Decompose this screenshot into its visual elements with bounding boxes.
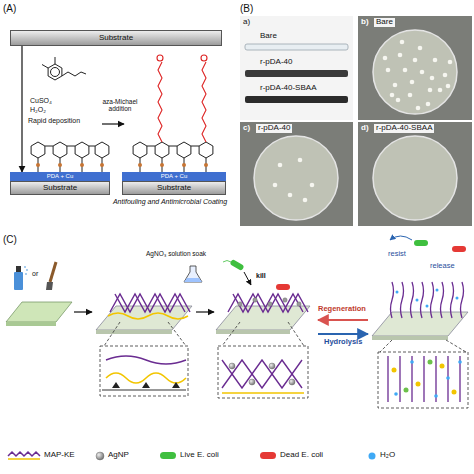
- photo-label: Bare: [260, 32, 277, 41]
- reagent-label: H₂O₂: [30, 106, 46, 114]
- panel-letter: a): [243, 18, 250, 27]
- photo-label: r-pDA-40: [260, 58, 292, 67]
- tube-photo: a) Bare r-pDA-40 r-pDA-40-SBAA: [240, 16, 353, 120]
- process-arrow: [21, 46, 22, 172]
- legend-text: Dead E. coli: [280, 450, 323, 459]
- panel-letter: (A): [3, 3, 16, 15]
- process-label: Regeneration: [318, 305, 366, 314]
- panel-letter: d): [361, 124, 369, 133]
- photo-label: r-pDA-40: [256, 124, 292, 133]
- node-label: Substrate: [157, 184, 191, 193]
- panel-letter: (B): [240, 3, 253, 15]
- substrate-bar: Substrate: [10, 181, 110, 195]
- coating-caption: Antifouling and Antimicrobial Coating: [108, 198, 232, 206]
- photo-label: Bare: [374, 18, 395, 27]
- legend-text: MAP-KE: [44, 450, 75, 459]
- legend-text: Live E. coli: [180, 450, 219, 459]
- node-label: Substrate: [99, 34, 133, 43]
- reagent-label: CuSO₄: [30, 97, 52, 105]
- node-label: PDA + Cu: [161, 173, 188, 180]
- plate-photo: d) r-pDA-40-SBAA: [358, 122, 472, 226]
- edge-label: Rapid deposition: [28, 117, 80, 125]
- coating-layer: PDA + Cu: [10, 172, 110, 181]
- node-label: Substrate: [43, 184, 77, 193]
- node-label: PDA + Cu: [47, 173, 74, 180]
- photo-label: r-pDA-40-SBAA: [260, 84, 316, 93]
- action-label: kill: [256, 272, 266, 280]
- step-label: AgNO₃ solution soak: [146, 250, 206, 257]
- plate-photo: c) r-pDA-40: [240, 122, 353, 226]
- panel-letter: b): [361, 18, 369, 27]
- legend-text: H₂O: [380, 450, 395, 459]
- note-label: or: [32, 270, 38, 278]
- photo-label: r-pDA-40-SBAA: [374, 124, 434, 133]
- reaction-label: aza-Michael addition: [97, 98, 143, 113]
- panel-letter: c): [243, 124, 250, 133]
- coating-layer: PDA + Cu: [122, 172, 226, 181]
- legend-text: AgNP: [108, 450, 129, 459]
- plate-photo: b) Bare: [358, 16, 472, 120]
- action-label: resist: [388, 250, 406, 259]
- process-label: Hydrolysis: [324, 338, 362, 347]
- panel-letter: (C): [3, 234, 17, 246]
- substrate-bar: Substrate: [10, 30, 222, 46]
- action-label: release: [430, 262, 455, 271]
- substrate-bar: Substrate: [122, 181, 226, 195]
